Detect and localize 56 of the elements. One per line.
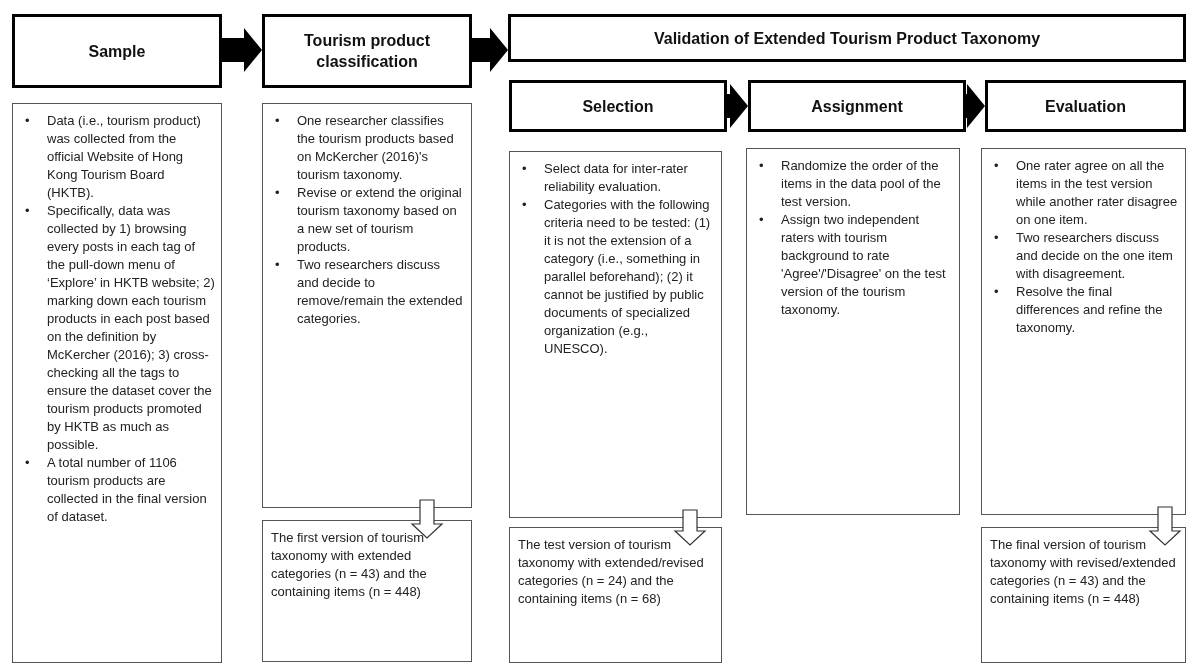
outline-arrow [1148,506,1182,546]
output-box [262,520,472,662]
bullet-text: Specifically, data was collected by 1) browsing every posts in each tag of the pull-down menu of ‘Explore’ in HKTB website; 2) marking down each tourism products in each post based on the definition by McKercher (2016); 3) cross-checking all the tags to ensure the dataset cover the tourism products promoted by HKTB as much as possible. [47,202,215,454]
bullet-text: Assign two independent raters with tourism background to rate 'Agree'/'Disagree' on the test version of the tourism taxonomy. [781,211,947,319]
bullet-text: Data (i.e., tourism product) was collected from the official Website of Hong Kong Tourism Board (HKTB). [47,112,202,202]
bullet-marker: • [275,112,281,130]
text-panel [746,148,960,515]
bullet-marker: • [994,229,1000,247]
bullet-text: Categories with the following criteria need to be tested: (1) it is not the extension of a category (i.e., something in parallel beforehand); (2) it cannot be justified by public documents of specialized organization (e.g., UNESCO). [544,196,712,358]
step-title: Tourism product classification [303,31,431,72]
step-header-box [985,80,1186,132]
bullet-marker: • [759,211,765,229]
text-panel [981,148,1186,515]
bullet-marker: • [275,256,281,274]
step-title: Evaluation [1045,96,1126,117]
bullet-text: Select data for inter-rater reliability evaluation. [544,160,689,196]
output-box [981,527,1186,663]
bullet-marker: • [25,112,31,130]
bullet-marker: • [522,196,528,214]
step-header-box [509,80,727,132]
bullet-text: Randomize the order of the items in the data pool of the test version. [781,157,942,211]
bullet-text: Revise or extend the original tourism taxonomy based on a new set of tourism products. [297,184,463,256]
step-title: Sample [88,41,146,62]
bullet-marker: • [759,157,765,175]
output-text: The first version of tourism taxonomy with extended categories (n = 43) and the containing items (n = 448) [271,529,428,601]
bullet-text: Two researchers discuss and decide to remove/remain the extended categories. [297,256,464,328]
block-arrow [222,28,262,72]
bullet-text: Resolve the final differences and refine the taxonomy. [1016,283,1164,337]
block-arrow [472,28,508,72]
bullet-text: One researcher classifies the tourism products based on McKercher (2016)'s tourism taxonomy. [297,112,455,184]
bullet-marker: • [994,283,1000,301]
step-header-box [508,14,1186,62]
bullet-marker: • [25,454,31,472]
bullet-marker: • [994,157,1000,175]
output-box [509,527,722,663]
bullet-text: Two researchers discuss and decide on the one item with disagreement. [1016,229,1174,283]
outline-arrow [673,509,707,546]
step-header-box [748,80,966,132]
text-panel [509,151,722,518]
block-arrow [966,84,985,128]
outline-arrow [410,499,444,539]
bullet-text: A total number of 1106 tourism products are collected in the final version of dataset. [47,454,208,526]
step-header-box [12,14,222,88]
step-title: Selection [582,96,654,117]
step-header-box [262,14,472,88]
bullet-marker: • [522,160,528,178]
bullet-text: One rater agree on all the items in the test version while another rater disagree on one item. [1016,157,1179,229]
step-title: Assignment [811,96,903,117]
output-text: The test version of tourism taxonomy with extended/revised categories (n = 24) and the containing items (n = 68) [518,536,705,608]
text-panel [262,103,472,508]
text-panel [12,103,222,663]
bullet-marker: • [25,202,31,220]
output-text: The final version of tourism taxonomy with revised/extended categories (n = 43) and the containing items (n = 448) [990,536,1177,608]
block-arrow [727,84,748,128]
bullet-marker: • [275,184,281,202]
step-title: Validation of Extended Tourism Product Taxonomy [653,28,1041,49]
